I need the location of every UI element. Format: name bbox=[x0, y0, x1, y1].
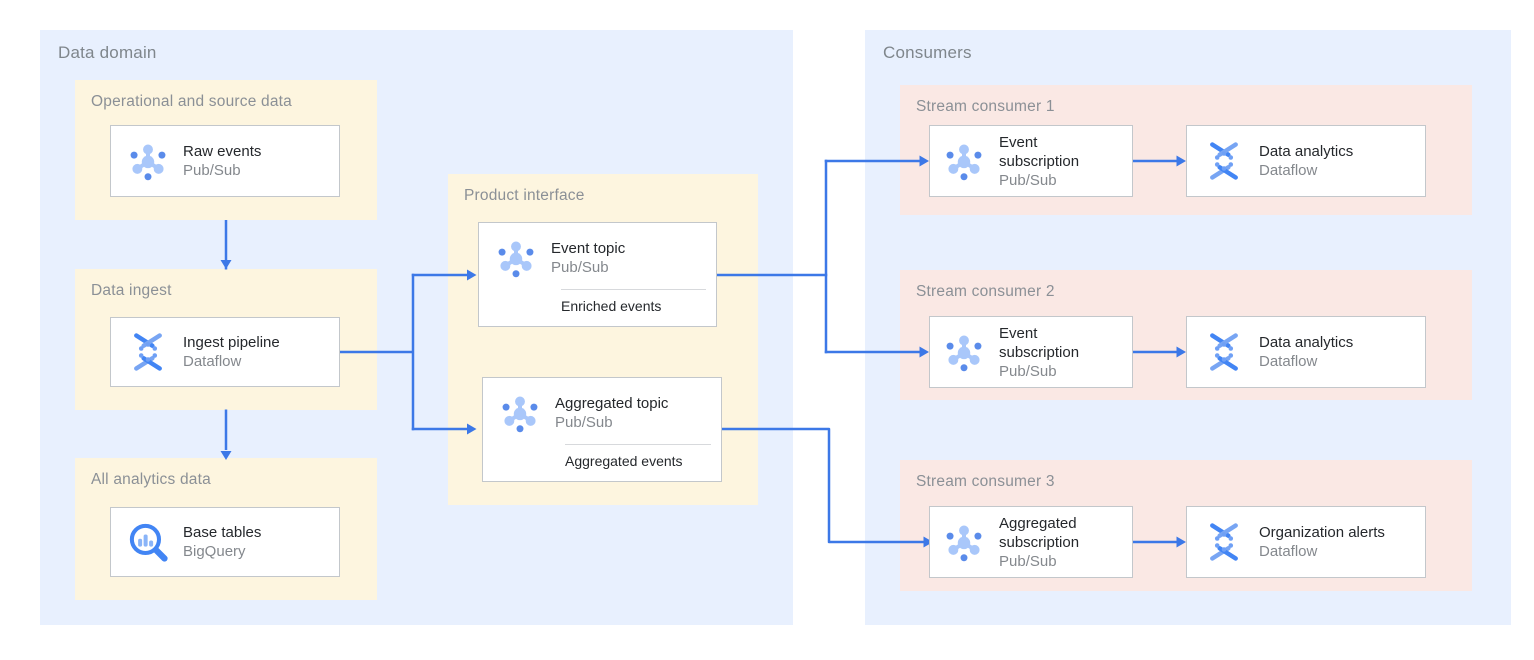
card-product: Dataflow bbox=[1259, 162, 1318, 179]
card-title: Data analytics bbox=[1259, 143, 1354, 160]
card-note: Aggregated events bbox=[565, 453, 683, 469]
group-label: Stream consumer 1 bbox=[916, 98, 1055, 115]
pubsub-icon bbox=[942, 330, 986, 374]
group-label: Stream consumer 3 bbox=[916, 473, 1055, 490]
card-data-analytics-1: Data analytics Dataflow bbox=[1186, 125, 1426, 197]
bigquery-icon bbox=[126, 520, 170, 564]
card-product: Pub/Sub bbox=[999, 362, 1057, 380]
card-event-subscription-2: Event subscription Pub/Sub bbox=[929, 316, 1133, 388]
card-product: Dataflow bbox=[183, 353, 242, 370]
card-data-analytics-2: Data analytics Dataflow bbox=[1186, 316, 1426, 388]
card-title: Event subscription bbox=[999, 324, 1080, 361]
card-product: BigQuery bbox=[183, 543, 246, 560]
pubsub-icon bbox=[126, 139, 170, 183]
card-product: Pub/Sub bbox=[999, 171, 1057, 189]
group-label: Product interface bbox=[464, 187, 585, 204]
group-label: All analytics data bbox=[91, 471, 211, 488]
card-product: Dataflow bbox=[1259, 353, 1318, 370]
card-title: Aggregated subscription bbox=[999, 514, 1080, 551]
data-domain-label: Data domain bbox=[58, 43, 157, 62]
card-title: Raw events bbox=[183, 143, 262, 160]
pubsub-icon bbox=[494, 236, 538, 280]
card-ingest-pipeline: Ingest pipeline Dataflow bbox=[110, 317, 340, 387]
card-title: Event subscription bbox=[999, 133, 1080, 170]
group-label: Stream consumer 2 bbox=[916, 283, 1055, 300]
card-event-subscription-1: Event subscription Pub/Sub bbox=[929, 125, 1133, 197]
card-event-topic: Event topic Pub/Sub Enriched events bbox=[478, 222, 717, 327]
card-product: Pub/Sub bbox=[555, 414, 613, 431]
consumers-label: Consumers bbox=[883, 43, 972, 62]
card-product: Pub/Sub bbox=[183, 162, 241, 179]
card-title: Base tables bbox=[183, 524, 262, 541]
card-title: Event topic bbox=[551, 240, 626, 257]
card-organization-alerts: Organization alerts Dataflow bbox=[1186, 506, 1426, 578]
card-product: Pub/Sub bbox=[999, 552, 1057, 570]
card-title: Ingest pipeline bbox=[183, 334, 280, 351]
pubsub-icon bbox=[498, 391, 542, 435]
group-label: Data ingest bbox=[91, 282, 172, 299]
card-aggregated-subscription: Aggregated subscription Pub/Sub bbox=[929, 506, 1133, 578]
card-product: Pub/Sub bbox=[551, 259, 609, 276]
dataflow-icon bbox=[1202, 330, 1246, 374]
dataflow-icon bbox=[126, 330, 170, 374]
pubsub-icon bbox=[942, 520, 986, 564]
card-divider bbox=[565, 444, 711, 445]
group-label: Operational and source data bbox=[91, 93, 293, 110]
card-divider bbox=[561, 289, 706, 290]
card-title: Data analytics bbox=[1259, 334, 1354, 351]
pubsub-icon bbox=[942, 139, 986, 183]
card-note: Enriched events bbox=[561, 298, 662, 314]
card-raw-events: Raw events Pub/Sub bbox=[110, 125, 340, 197]
card-title: Aggregated topic bbox=[555, 395, 669, 412]
dataflow-icon bbox=[1202, 139, 1246, 183]
card-base-tables: Base tables BigQuery bbox=[110, 507, 340, 577]
card-aggregated-topic: Aggregated topic Pub/Sub Aggregated even… bbox=[482, 377, 722, 482]
card-product: Dataflow bbox=[1259, 543, 1318, 560]
card-title: Organization alerts bbox=[1259, 524, 1385, 541]
dataflow-icon bbox=[1202, 520, 1246, 564]
